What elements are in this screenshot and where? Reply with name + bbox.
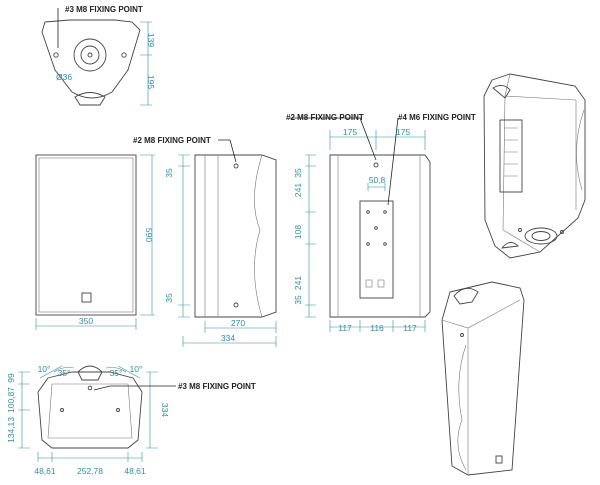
dim-rear-241b: 241: [293, 276, 303, 290]
bottom-view: [18, 365, 176, 462]
dim-rear-35b: 35: [293, 295, 303, 305]
dim-bot-334: 334: [160, 403, 170, 417]
dim-bot-48-61a: 48,61: [34, 466, 56, 476]
callout-m8-top: #3 M8 FIXING POINT: [65, 5, 143, 14]
callout-m6-rear: #4 M6 FIXING POINT: [398, 113, 476, 122]
dim-50-8: 50,8: [369, 175, 386, 185]
front-view: [35, 154, 155, 330]
dim-bot-10a: 10°: [38, 364, 51, 374]
dim-d36: Ø36: [56, 72, 72, 82]
side-view: [178, 139, 277, 347]
dim-195: 195: [146, 75, 156, 89]
dim-rear-116: 116: [370, 323, 384, 333]
dim-bot-252-78: 252,78: [77, 466, 103, 476]
callout-m8-bottom: #3 M8 FIXING POINT: [178, 382, 256, 391]
iso-rear-render: [483, 73, 586, 259]
dim-side-35a: 35: [164, 168, 174, 178]
dim-side-334: 334: [221, 333, 235, 343]
dim-side-35b: 35: [164, 293, 174, 303]
dim-rear-175a: 175: [343, 127, 357, 137]
dim-rear-108: 108: [293, 225, 303, 239]
dim-rear-175b: 175: [396, 127, 410, 137]
dim-bot-35b: 35°: [110, 368, 123, 378]
rear-view: [290, 117, 431, 332]
dim-rear-241a: 241: [293, 183, 303, 197]
iso-front-render: [441, 281, 525, 476]
top-view: [41, 8, 152, 106]
dim-139: 139: [146, 33, 156, 47]
dim-590: 590: [144, 228, 154, 242]
dim-rear-35a: 35: [293, 168, 303, 178]
dim-rear-117b: 117: [403, 323, 417, 333]
dim-270: 270: [231, 318, 245, 328]
dim-bot-100-87: 100,87: [6, 387, 16, 413]
dim-bot-99: 99: [6, 373, 16, 383]
dim-bot-35a: 35°: [58, 368, 71, 378]
callout-m8-side: #2 M8 FIXING POINT: [133, 136, 211, 145]
dim-350: 350: [79, 316, 93, 326]
dim-rear-117a: 117: [338, 323, 352, 333]
dim-bot-48-61b: 48,61: [124, 466, 146, 476]
dim-bot-134-13: 134,13: [6, 417, 16, 443]
callout-m8-rear: #2 M8 FIXING POINT: [286, 113, 364, 122]
dim-bot-10b: 10°: [130, 364, 143, 374]
